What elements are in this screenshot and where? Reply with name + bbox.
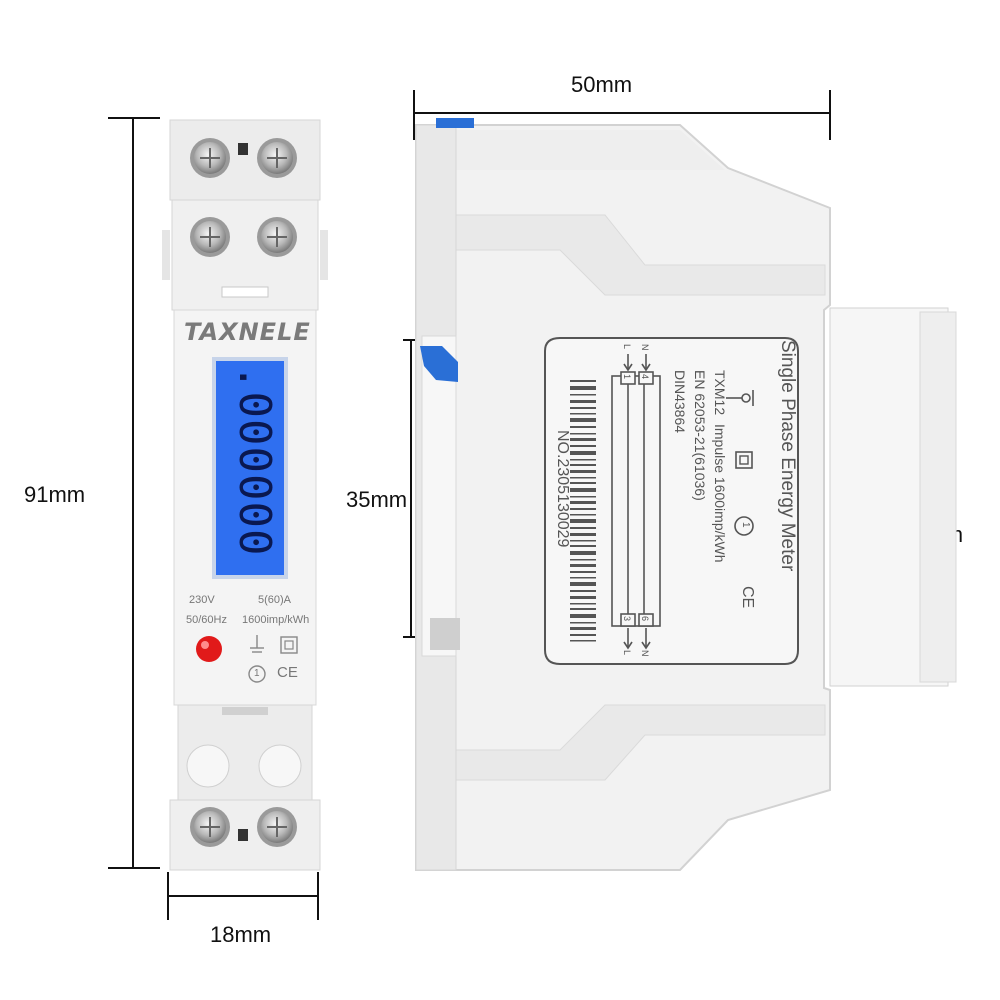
label-din: DIN43864 — [672, 370, 688, 434]
label-class-mark: 1 — [740, 522, 751, 528]
screw-icon — [190, 138, 230, 178]
label-standard: EN 62053-21(61036) — [692, 370, 708, 501]
double-insulation-icon — [735, 451, 753, 469]
ce-mark: CE — [277, 664, 298, 681]
label-model: TXM12 — [712, 370, 728, 416]
barcode-icon — [570, 380, 596, 642]
label-ce: CE — [739, 586, 756, 609]
side-view-meter — [415, 118, 957, 871]
l-label-top: L — [622, 344, 632, 350]
terminal-6: 6 — [640, 616, 650, 622]
class-mark: 1 — [254, 668, 260, 679]
impulse-label: 1600imp/kWh — [242, 614, 310, 626]
terminal-1: 1 — [622, 374, 632, 380]
earth-icon — [726, 390, 754, 406]
frequency-label: 50/60Hz — [186, 614, 227, 626]
l-label-bottom: L — [622, 650, 632, 656]
n-label-top: N — [640, 344, 650, 351]
dim-depth-label: 50mm — [571, 72, 633, 97]
label-impulse: Impulse 1600imp/kWh — [712, 424, 728, 563]
terminal-3: 3 — [622, 616, 632, 622]
terminal-4: 4 — [640, 374, 650, 380]
n-label-bottom: N — [640, 650, 650, 657]
label-serial: NO.2305130029 — [554, 430, 571, 548]
dim-width-label: 18mm — [210, 922, 272, 947]
dim-height-label: 91mm — [24, 482, 86, 507]
class-icon — [734, 516, 754, 536]
lcd-reading: .000000 — [229, 364, 280, 557]
dim-rail-label: 35mm — [346, 487, 408, 512]
label-title: Single Phase Energy Meter — [777, 340, 798, 572]
voltage-label: 230V — [189, 594, 215, 606]
wiring-diagram — [611, 354, 661, 650]
brand-logo: TAXNELE — [184, 318, 311, 346]
front-view-meter — [162, 119, 328, 871]
current-label: 5(60)A — [258, 594, 292, 606]
